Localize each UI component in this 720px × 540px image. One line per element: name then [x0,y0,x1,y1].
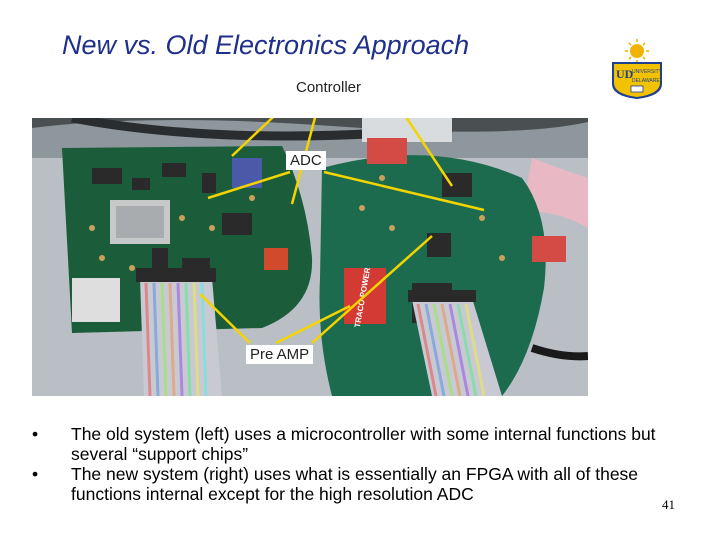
ribbon-cable-right [408,290,502,396]
bullet-item: The new system (right) uses what is esse… [32,464,692,504]
slide-title: New vs. Old Electronics Approach [62,30,470,60]
bullet-item: The old system (left) uses a microcontro… [32,424,692,464]
sun-icon [625,39,649,63]
pointer-lines [199,118,485,345]
preamp-label: Pre AMP [246,345,314,364]
electronics-photo: TRACO POWER [32,118,588,396]
bullet-list: The old system (left) uses a microcontro… [32,424,692,504]
university-logo: UD UNIVERSITY DELAWARE [606,38,668,100]
ribbon-cable-left [136,268,222,396]
page-number: 41 [662,497,675,512]
adc-label: ADC [286,151,326,170]
svg-text:UNIVERSITY: UNIVERSITY [632,69,663,75]
svg-text:UD: UD [616,67,634,81]
controller-label: Controller [292,78,366,97]
svg-text:DELAWARE: DELAWARE [632,78,660,84]
